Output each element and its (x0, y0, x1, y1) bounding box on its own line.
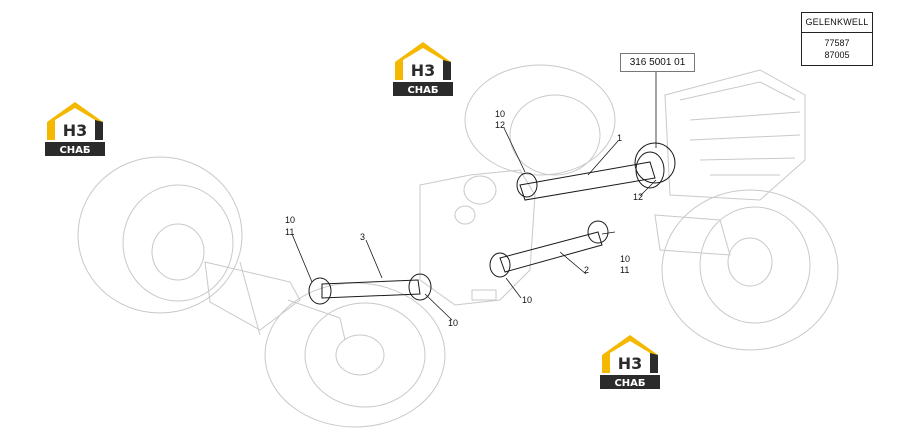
leader-lines (291, 70, 657, 321)
callout-left-top-a: 10 (285, 215, 295, 225)
logo-top-text: H3 (411, 61, 436, 80)
reference-title: GELENKWELL (802, 13, 872, 33)
callout-left-top-b: 11 (285, 227, 294, 237)
house-logo-icon: H3 СНАБ (393, 42, 453, 96)
callout-middle-left: 10 (522, 295, 532, 305)
callout-middle-right-a: 10 (620, 254, 630, 264)
callout-shaft-3: 3 (360, 232, 365, 242)
callout-rear-top-b: 12 (495, 120, 505, 130)
callout-shaft-2: 2 (584, 265, 589, 275)
reference-box: GELENKWELL 77587 87005 (801, 12, 873, 66)
watermark-logo-left: H3 СНАБ (45, 100, 105, 156)
logo-bottom-text: СНАБ (614, 378, 645, 389)
part-number-label: 316 5001 01 (620, 53, 695, 72)
shaft-1 (516, 142, 676, 201)
callout-front-flange: 12 (633, 192, 643, 202)
ghost-chassis (77, 64, 839, 428)
callout-shaft-1: 1 (617, 133, 622, 143)
logo-bottom-text: СНАБ (59, 145, 90, 156)
logo-top-text: H3 (63, 121, 88, 140)
watermark-logo-top: H3 СНАБ (393, 40, 453, 96)
reference-code-2: 87005 (824, 50, 850, 60)
callout-numbers: 1 2 3 10 12 12 10 11 10 10 11 10 (285, 109, 643, 328)
shaft-3 (308, 273, 432, 305)
shaft-2 (489, 220, 609, 278)
callout-left-bottom: 10 (448, 318, 458, 328)
house-logo-icon: H3 СНАБ (600, 335, 660, 389)
logo-top-text: H3 (618, 354, 643, 373)
watermark-logo-bottom: H3 СНАБ (600, 333, 660, 389)
house-logo-icon: H3 СНАБ (45, 102, 105, 156)
callout-middle-right-b: 11 (620, 265, 629, 275)
drive-shafts (308, 142, 676, 305)
logo-bottom-text: СНАБ (407, 85, 438, 96)
reference-code-1: 77587 (824, 38, 850, 48)
callout-rear-top-a: 10 (495, 109, 505, 119)
